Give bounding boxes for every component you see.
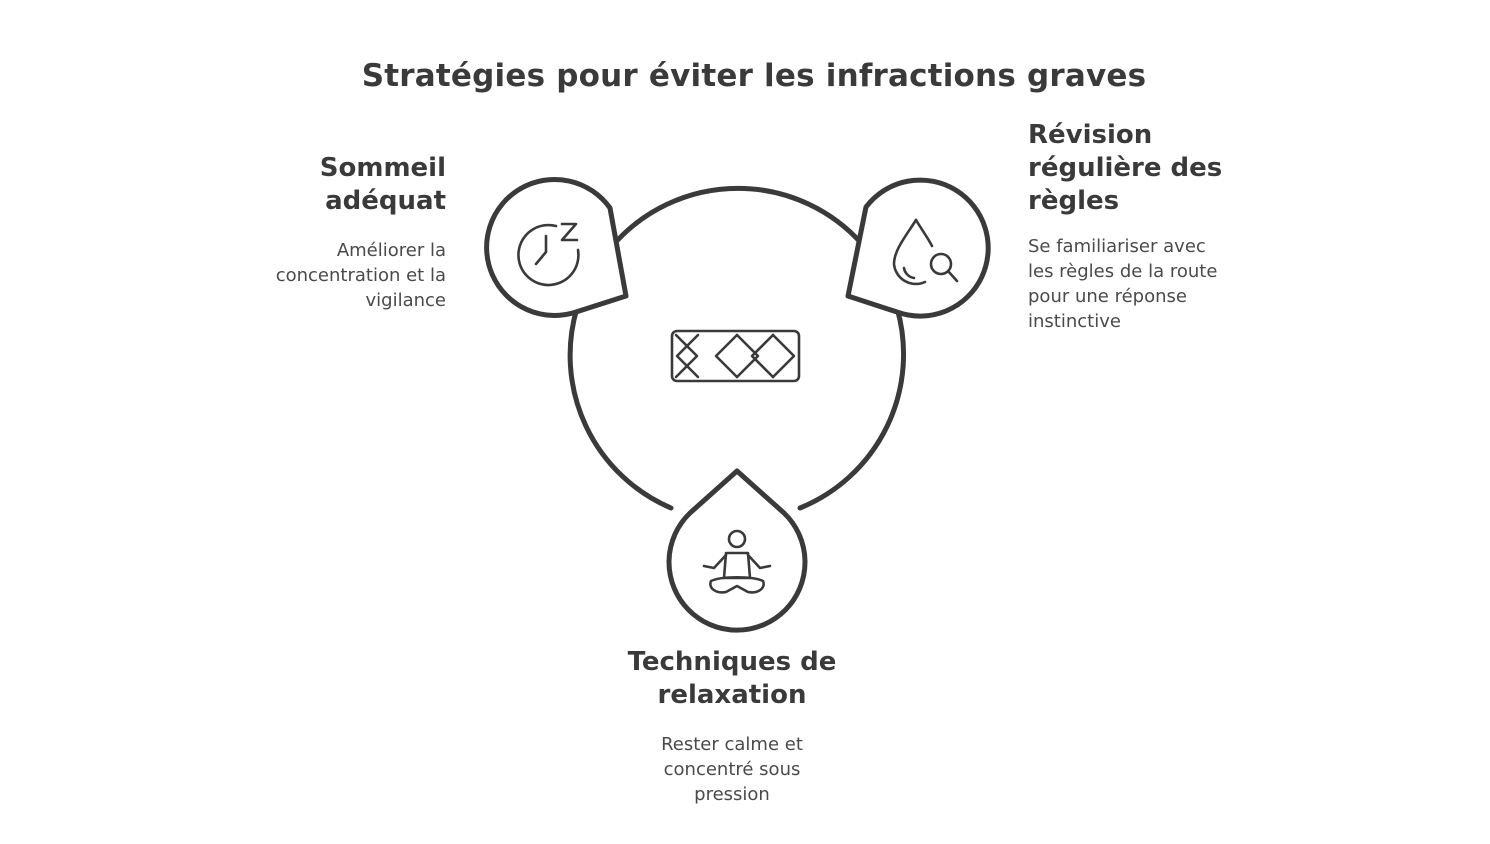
heading-sleep-line-1: Sommeil (319, 153, 446, 183)
sleep-clock-icon (517, 222, 580, 287)
chevron-arrows-icon (670, 329, 801, 383)
heading-sleep: Sommeil adéquat (190, 152, 446, 218)
desc-rules-line-3: pour une réponse (1028, 286, 1187, 307)
central-circle-left (567, 305, 674, 511)
heading-rules: Révision régulière des règles (1028, 119, 1288, 218)
desc-relaxation-line-1: Rester calme et (661, 734, 803, 755)
desc-sleep-line-1: Améliorer la (336, 240, 446, 261)
central-circle (611, 185, 865, 247)
page-title: Stratégies pour éviter les infractions g… (361, 58, 1147, 94)
desc-rules-line-2: les règles de la route (1028, 261, 1218, 282)
meditation-icon (702, 529, 772, 594)
heading-sleep-line-2: adéquat (325, 186, 446, 216)
heading-rules-line-1: Révision (1028, 120, 1153, 150)
pin-relaxation (666, 468, 808, 633)
desc-relaxation-line-2: concentré sous (663, 759, 801, 780)
desc-rules-line-1: Se familiariser avec (1028, 236, 1206, 257)
pin-rules (845, 177, 991, 319)
desc-rules-line-4: instinctive (1028, 311, 1121, 332)
heading-relaxation-line-1: Techniques de (627, 647, 837, 677)
heading-relaxation: Techniques de relaxation (580, 646, 884, 712)
desc-relaxation: Rester calme et concentré sous pression (580, 732, 884, 807)
drop-search-icon (892, 218, 959, 286)
desc-relaxation-line-3: pression (694, 784, 770, 805)
heading-relaxation-line-2: relaxation (657, 680, 807, 710)
heading-rules-line-2: régulière des (1028, 153, 1223, 183)
heading-rules-line-3: règles (1028, 186, 1120, 216)
desc-sleep: Améliorer la concentration et la vigilan… (190, 238, 446, 313)
pin-sleep (484, 177, 629, 318)
central-circle-right (797, 305, 906, 511)
desc-sleep-line-3: vigilance (365, 290, 447, 311)
desc-rules: Se familiariser avec les règles de la ro… (1028, 234, 1288, 334)
desc-sleep-line-2: concentration et la (275, 265, 446, 286)
